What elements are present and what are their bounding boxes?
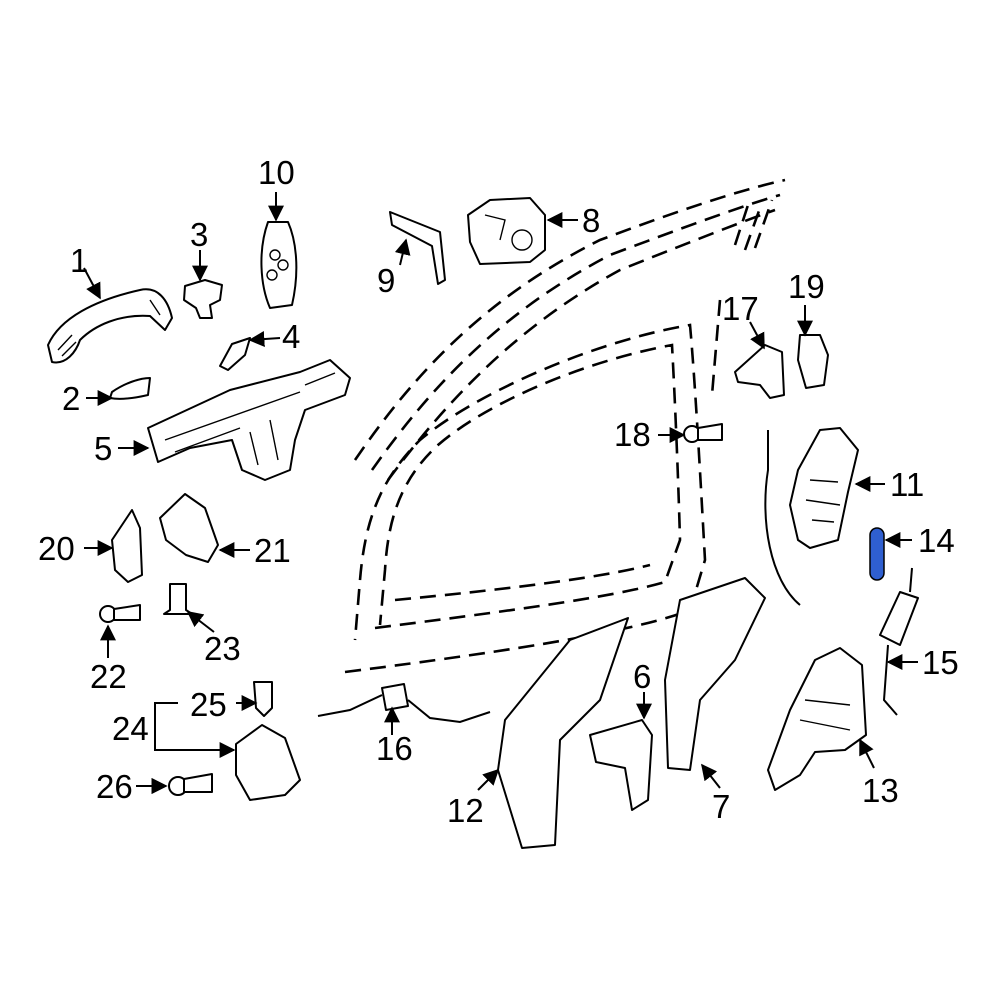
screw-22 xyxy=(99,604,141,623)
callout-11: 11 xyxy=(890,466,924,503)
callout-10: 10 xyxy=(258,154,295,191)
screw-18 xyxy=(683,423,723,443)
callout-6: 6 xyxy=(633,658,651,695)
door-frame-outline xyxy=(344,178,786,674)
callout-14: 14 xyxy=(918,522,955,559)
bracket-20 xyxy=(111,509,143,583)
callout-15: 15 xyxy=(922,644,959,681)
highlighted-part-14 xyxy=(869,527,885,581)
screw-26 xyxy=(168,773,213,796)
callout-3: 3 xyxy=(190,216,208,253)
callout-19: 19 xyxy=(788,268,825,305)
bracket-6 xyxy=(589,719,653,811)
callout-8: 8 xyxy=(582,202,600,239)
callout-5: 5 xyxy=(94,430,112,467)
callout-17: 17 xyxy=(722,290,759,327)
striker-plate xyxy=(797,334,829,389)
panel-7 xyxy=(664,577,766,771)
callout-22: 22 xyxy=(90,658,127,695)
outside-door-handle xyxy=(47,288,173,364)
callout-4: 4 xyxy=(282,318,300,355)
interior-trim-12 xyxy=(497,617,629,849)
hinge-24 xyxy=(235,724,301,801)
lock-cylinder xyxy=(183,279,223,319)
callout-labels: 1 2 3 4 5 6 7 8 9 10 11 12 13 14 15 16 1… xyxy=(38,154,959,829)
door-latch xyxy=(764,427,859,606)
door-cable xyxy=(879,567,919,716)
bolt-25 xyxy=(253,681,273,717)
hinge-21 xyxy=(159,493,219,563)
handle-seal xyxy=(219,337,251,371)
handle-carrier-bracket xyxy=(147,359,351,481)
callout-1: 1 xyxy=(70,242,88,279)
callout-25: 25 xyxy=(190,686,227,723)
callout-21: 21 xyxy=(254,532,291,569)
handle-cover-cap xyxy=(109,377,151,400)
pin-23 xyxy=(163,583,193,615)
latch-assembly xyxy=(767,647,867,791)
callout-26: 26 xyxy=(96,768,133,805)
door-lock-actuator xyxy=(467,197,546,265)
leader-lines xyxy=(83,192,918,794)
callout-13: 13 xyxy=(862,772,899,809)
callout-24: 24 xyxy=(112,710,149,747)
striker-bracket xyxy=(734,344,785,399)
sensor-cable xyxy=(317,683,491,724)
callout-12: 12 xyxy=(447,792,484,829)
callout-20: 20 xyxy=(38,530,75,567)
callout-9: 9 xyxy=(377,262,395,299)
callout-23: 23 xyxy=(204,630,241,667)
callout-18: 18 xyxy=(614,416,651,453)
bracket-strip xyxy=(389,211,446,285)
callout-2: 2 xyxy=(62,380,80,417)
remote-key-fob xyxy=(260,221,298,309)
callout-7: 7 xyxy=(712,788,730,825)
callout-16: 16 xyxy=(376,730,413,767)
